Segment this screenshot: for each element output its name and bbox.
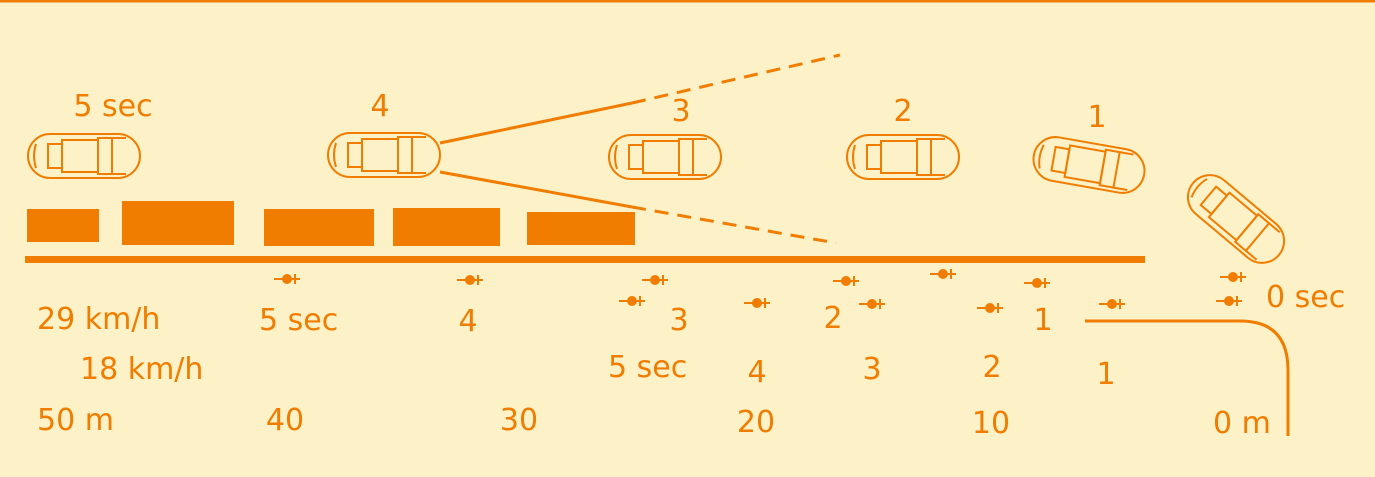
speed-label: 18 km/h [80, 352, 203, 387]
distance-label: 20 [737, 405, 775, 440]
pedestrian-icon [1023, 277, 1051, 289]
car-time-label: 5 sec [73, 89, 152, 124]
car-icon [27, 133, 141, 179]
pedestrian-icon [832, 275, 860, 287]
distance-label: 50 m [37, 403, 114, 438]
pedestrian-icon [976, 302, 1004, 314]
pedestrian-time-label-slow: 5 sec [608, 350, 687, 385]
car-icon [327, 132, 441, 178]
pedestrian-time-label-slow: 3 [862, 352, 881, 387]
pedestrian-time-label: 5 sec [259, 303, 338, 338]
car-icon [1177, 165, 1295, 273]
distance-label: 0 m [1213, 406, 1271, 441]
pedestrian-time-label: 2 [823, 301, 842, 336]
pedestrian-time-label: 1 [1033, 303, 1052, 338]
pedestrian-icon [743, 297, 771, 309]
pedestrian-icon [1219, 271, 1247, 283]
pedestrian-icon [1215, 295, 1243, 307]
sight-line-upper [439, 101, 633, 145]
pedestrian-time-label-slow: 4 [747, 355, 766, 390]
sight-line-lower-dashed [631, 205, 837, 245]
pedestrian-time-label-slow: 2 [982, 350, 1001, 385]
pedestrian-time-label-slow: 1 [1096, 357, 1115, 392]
car-time-label: 4 [370, 89, 389, 124]
parked-car-block [527, 212, 635, 245]
car-icon [1029, 132, 1149, 198]
speed-label: 29 km/h [37, 302, 160, 337]
distance-label: 10 [972, 406, 1010, 441]
pedestrian-icon [618, 295, 646, 307]
sight-line-upper-dashed [631, 53, 841, 105]
curb-line [25, 256, 1145, 263]
parked-car-block [393, 208, 500, 246]
pedestrian-icon [929, 268, 957, 280]
pedestrian-time-label: 3 [669, 303, 688, 338]
pedestrian-icon [456, 274, 484, 286]
pedestrian-time-label: 4 [458, 304, 477, 339]
distance-label: 40 [266, 403, 304, 438]
crossing-path [1085, 319, 1290, 436]
distance-label: 30 [500, 403, 538, 438]
car-time-label: 3 [671, 94, 690, 129]
parked-car-block [122, 201, 234, 245]
car-time-label: 1 [1087, 100, 1106, 135]
pedestrian-icon [858, 298, 886, 310]
pedestrian-icon [1098, 298, 1126, 310]
car-time-label: 2 [893, 94, 912, 129]
parked-car-block [27, 209, 99, 242]
parked-car-block [264, 209, 374, 246]
pedestrian-icon [641, 274, 669, 286]
pedestrian-icon [273, 273, 301, 285]
pedestrian-time-label: 0 sec [1266, 280, 1345, 315]
car-icon [846, 134, 960, 180]
sight-line-lower [439, 170, 633, 209]
car-icon [608, 134, 722, 180]
